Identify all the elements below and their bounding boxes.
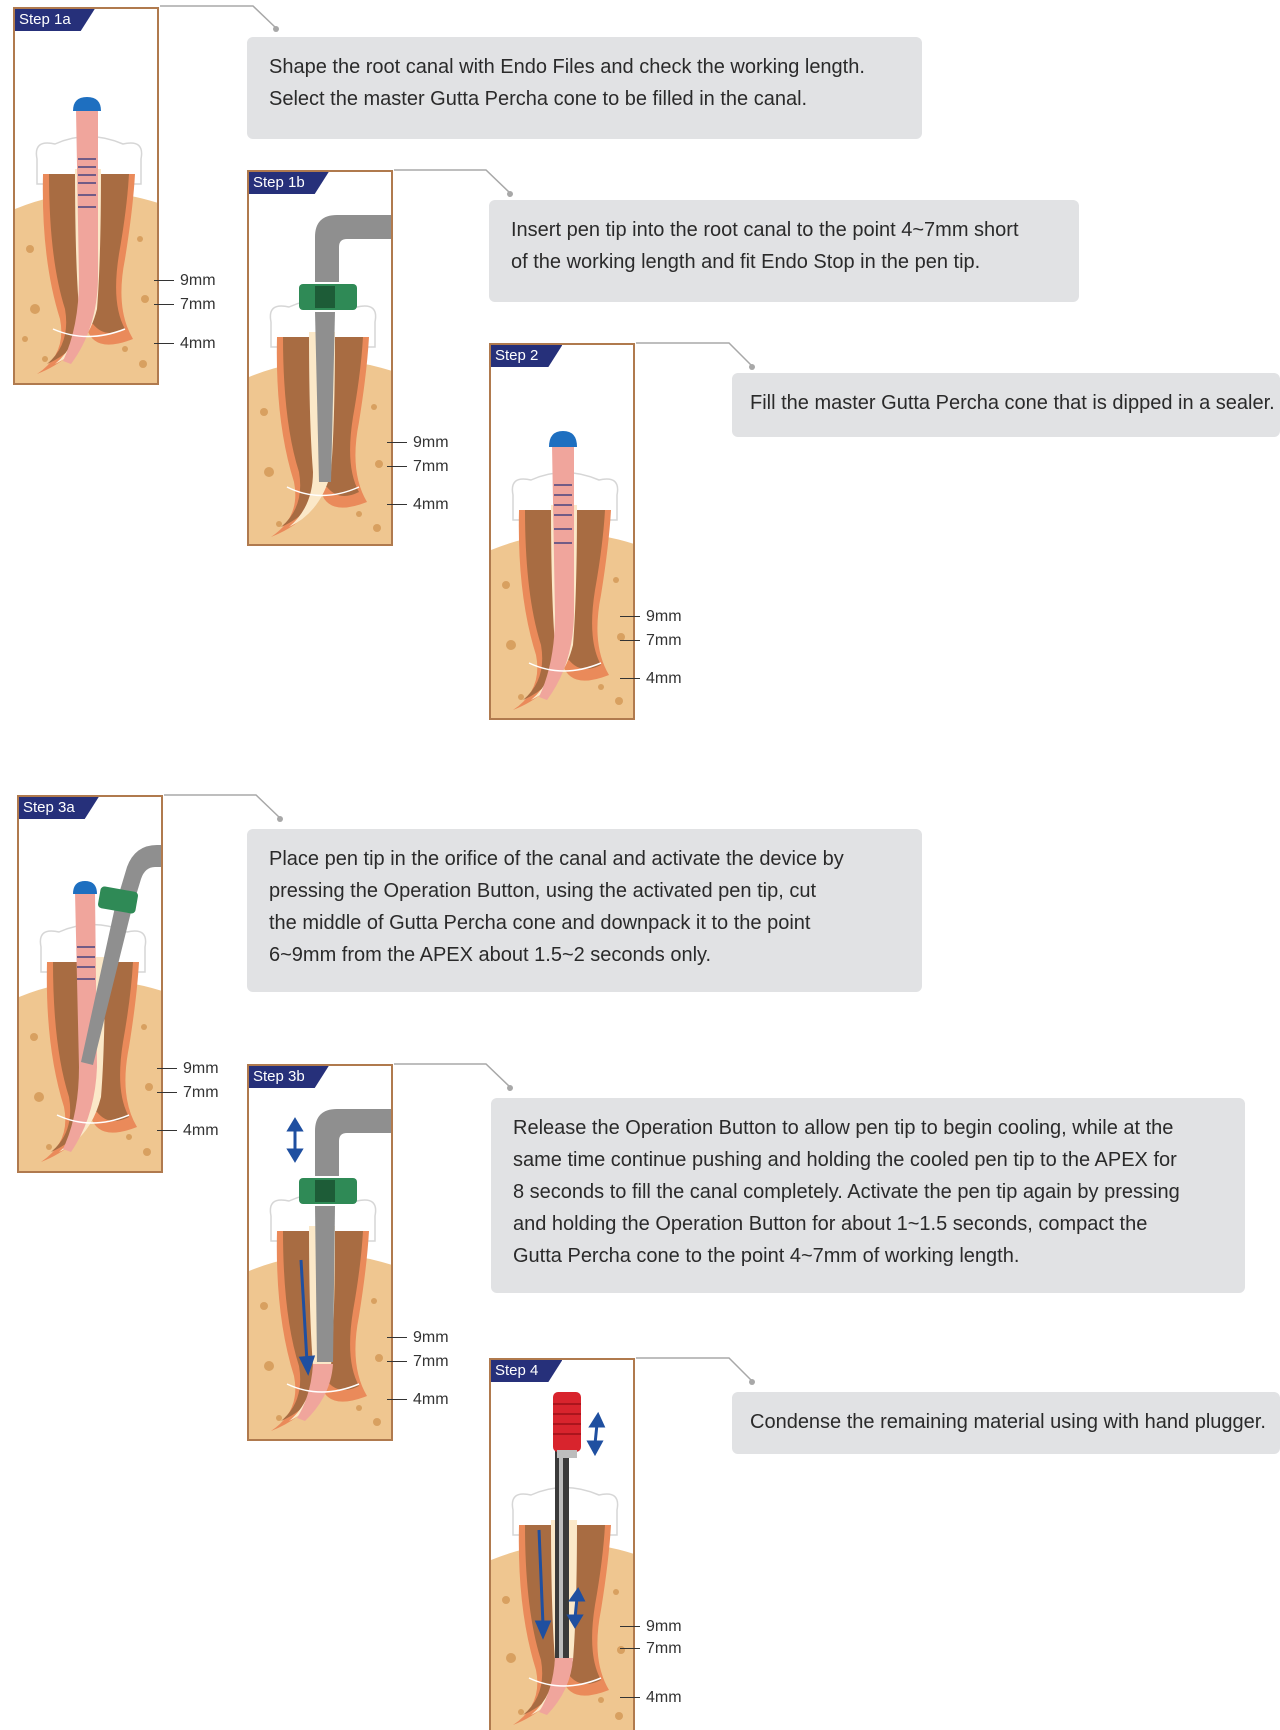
marker-7mm: 7mm [157, 1084, 219, 1102]
up-down-arrow-icon [589, 1415, 603, 1453]
step-2-panel: Step 2 [489, 343, 635, 720]
step-1a-description: Shape the root canal with Endo Files and… [247, 37, 922, 139]
tooth-diagram-step-1a [15, 9, 159, 385]
step-3a-panel: Step 3a [17, 795, 163, 1173]
marker-9mm: 9mm [154, 272, 216, 290]
marker-4mm: 4mm [620, 1689, 682, 1707]
step-4-panel: Step 4 [489, 1358, 635, 1730]
step-3b-panel: Step 3b [247, 1064, 393, 1441]
marker-4mm: 4mm [620, 670, 682, 688]
marker-9mm: 9mm [620, 608, 682, 626]
step-1b-description: Insert pen tip into the root canal to th… [489, 200, 1079, 302]
marker-4mm: 4mm [387, 496, 449, 514]
marker-9mm: 9mm [157, 1060, 219, 1078]
tooth-diagram-step-3b [249, 1066, 393, 1441]
step-1a-label: Step 1a [15, 9, 95, 31]
step-3b-label: Step 3b [249, 1066, 329, 1088]
step-3a-label: Step 3a [19, 797, 99, 819]
step-3b-description: Release the Operation Button to allow pe… [491, 1098, 1245, 1293]
marker-7mm: 7mm [620, 632, 682, 650]
up-down-arrow-icon [289, 1120, 301, 1160]
marker-7mm: 7mm [387, 1353, 449, 1371]
marker-4mm: 4mm [157, 1122, 219, 1140]
step-1b-panel: Step 1b [247, 170, 393, 546]
marker-4mm: 4mm [154, 335, 216, 353]
marker-7mm: 7mm [387, 458, 449, 476]
step-3a-description: Place pen tip in the orifice of the cana… [247, 829, 922, 992]
marker-9mm: 9mm [620, 1618, 682, 1636]
step-1b-label: Step 1b [249, 172, 329, 194]
marker-4mm: 4mm [387, 1391, 449, 1409]
tooth-diagram-step-3a [19, 797, 163, 1173]
marker-7mm: 7mm [154, 296, 216, 314]
tooth-diagram-step-2 [491, 345, 635, 720]
tooth-diagram-step-1b [249, 172, 393, 546]
marker-9mm: 9mm [387, 434, 449, 452]
step-4-description: Condense the remaining material using wi… [732, 1392, 1280, 1454]
step-2-description: Fill the master Gutta Percha cone that i… [732, 373, 1280, 437]
step-1a-panel: Step 1a [13, 7, 159, 385]
tooth-diagram-step-4 [491, 1360, 635, 1730]
marker-9mm: 9mm [387, 1329, 449, 1347]
marker-7mm: 7mm [620, 1640, 682, 1658]
